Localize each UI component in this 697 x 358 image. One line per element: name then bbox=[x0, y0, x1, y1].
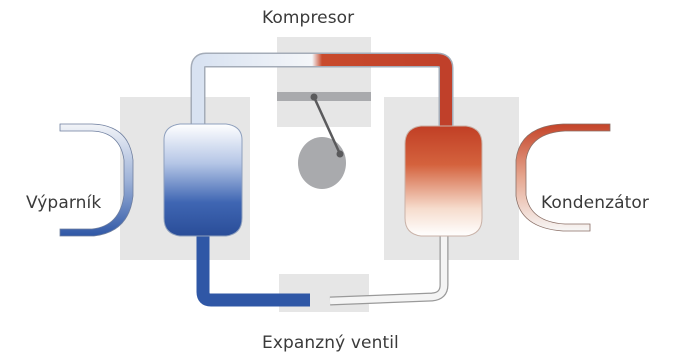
condenser-coil bbox=[515, 123, 611, 232]
compressor-piston-plate bbox=[277, 92, 371, 101]
condenser-vessel bbox=[404, 125, 483, 237]
compressor-crank-disc bbox=[298, 137, 346, 189]
evaporator-label: Výparník bbox=[26, 193, 102, 213]
compressor-pin-top bbox=[310, 93, 318, 101]
compressor-connecting-rod bbox=[312, 96, 342, 155]
evaporator-vessel bbox=[163, 123, 243, 237]
bottom-pipe-blue bbox=[196, 228, 310, 307]
expansion-valve-label: Expanzný ventil bbox=[262, 333, 399, 353]
bottom-pipe-light-fill bbox=[329, 228, 448, 305]
evaporator-coil bbox=[59, 123, 134, 237]
compressor-pin-bottom bbox=[336, 150, 344, 158]
compressor-label: Kompresor bbox=[262, 8, 355, 28]
condenser-label: Kondenzátor bbox=[541, 193, 649, 213]
compressor-backdrop bbox=[277, 37, 371, 127]
top-pipe-fill bbox=[192, 54, 452, 136]
